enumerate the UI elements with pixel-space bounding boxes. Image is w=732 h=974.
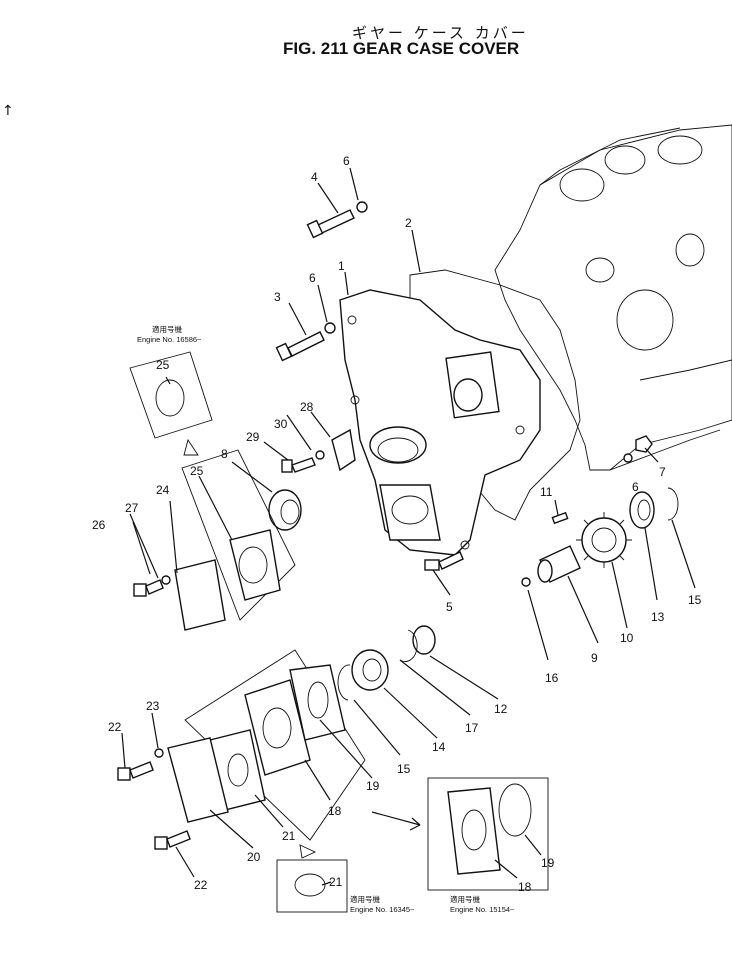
label-12: 12 xyxy=(494,702,508,716)
label-4: 4 xyxy=(311,170,318,184)
label-18-inset: 18 xyxy=(518,880,532,894)
bearing-14 xyxy=(351,649,389,691)
label-15-right: 15 xyxy=(688,593,702,607)
lower-assembly-box xyxy=(184,649,366,841)
label-25: 25 xyxy=(190,464,204,478)
bearing-13 xyxy=(629,491,655,529)
shaft-9 xyxy=(537,545,581,583)
washer-27 xyxy=(161,575,171,585)
label-6-top: 6 xyxy=(343,154,350,168)
bolt-22-lower xyxy=(154,830,191,850)
note-engine-16345: Engine No. 16345~ xyxy=(350,905,415,914)
label-5: 5 xyxy=(446,600,453,614)
label-13: 13 xyxy=(651,610,665,624)
washer-23 xyxy=(154,748,164,758)
note-engine-15154: Engine No. 15154~ xyxy=(450,905,515,914)
label-8: 8 xyxy=(221,447,228,461)
figure-title: FIG. 211 GEAR CASE COVER xyxy=(283,39,520,58)
snap-ring-15-left xyxy=(337,664,351,701)
label-22-lower: 22 xyxy=(194,878,208,892)
label-2: 2 xyxy=(405,216,412,230)
label-17: 17 xyxy=(465,721,479,735)
snap-ring-17 xyxy=(399,629,418,662)
label-11: 11 xyxy=(540,485,553,499)
engine-block xyxy=(494,124,732,471)
label-27: 27 xyxy=(125,501,139,515)
label-3: 3 xyxy=(274,290,281,304)
gear-case-cover-1 xyxy=(339,289,541,556)
ring-12 xyxy=(412,625,436,655)
washer-6-top xyxy=(356,201,368,213)
washer-30 xyxy=(315,450,325,460)
label-14: 14 xyxy=(432,740,446,754)
bracket-28 xyxy=(331,428,356,472)
label-24: 24 xyxy=(156,483,170,497)
note-serial-jp-right: 適用号機 xyxy=(450,894,480,904)
label-29: 29 xyxy=(246,430,260,444)
bolt-3 xyxy=(275,331,325,362)
nut-7 xyxy=(635,435,653,453)
bolt-26 xyxy=(133,579,164,597)
label-26: 26 xyxy=(92,518,106,532)
label-18: 18 xyxy=(328,804,342,818)
idler-gear-10 xyxy=(576,512,632,568)
label-21: 21 xyxy=(282,829,296,843)
note-engine-16586: Engine No. 16586~ xyxy=(137,335,202,344)
inset-box-upper xyxy=(129,351,213,456)
key-11 xyxy=(551,511,569,525)
label-22-upper: 22 xyxy=(108,720,122,734)
oil-seal-8 xyxy=(268,489,302,531)
inset-box-18-19 xyxy=(371,777,549,891)
bolt-5 xyxy=(424,551,464,571)
label-9: 9 xyxy=(591,651,598,665)
washer-6-mid xyxy=(324,322,336,334)
label-19: 19 xyxy=(366,779,380,793)
label-6-mid: 6 xyxy=(309,271,316,285)
cover-plate-24 xyxy=(174,559,226,631)
label-10: 10 xyxy=(620,631,634,645)
bolt-4 xyxy=(306,209,355,239)
label-19-inset: 19 xyxy=(541,856,555,870)
bolt-29 xyxy=(281,457,316,473)
label-30: 30 xyxy=(274,417,288,431)
label-25-upper: 25 xyxy=(156,358,170,372)
washer-16 xyxy=(521,577,531,587)
leader-lines xyxy=(121,167,696,886)
label-1: 1 xyxy=(338,259,345,273)
label-6-right: 6 xyxy=(632,480,639,494)
washer-6-right xyxy=(623,453,633,463)
title-japanese: ギヤー ケース カバー xyxy=(352,24,529,42)
label-28: 28 xyxy=(300,400,314,414)
inset-box-21 xyxy=(276,844,348,913)
margin-mark: ↑ xyxy=(2,103,14,119)
label-20: 20 xyxy=(247,850,261,864)
label-21-inset: 21 xyxy=(329,875,343,889)
note-serial-jp-lower: 適用号機 xyxy=(350,894,380,904)
label-7: 7 xyxy=(659,465,666,479)
snap-ring-15-right xyxy=(667,487,679,521)
bolt-22-upper xyxy=(117,761,154,781)
inset-box-25 xyxy=(181,449,296,621)
cover-plate-20 xyxy=(167,737,229,823)
label-16: 16 xyxy=(545,671,559,685)
label-15-left: 15 xyxy=(397,762,411,776)
note-serial-jp-upper: 適用号機 xyxy=(152,324,182,334)
label-23: 23 xyxy=(146,699,160,713)
